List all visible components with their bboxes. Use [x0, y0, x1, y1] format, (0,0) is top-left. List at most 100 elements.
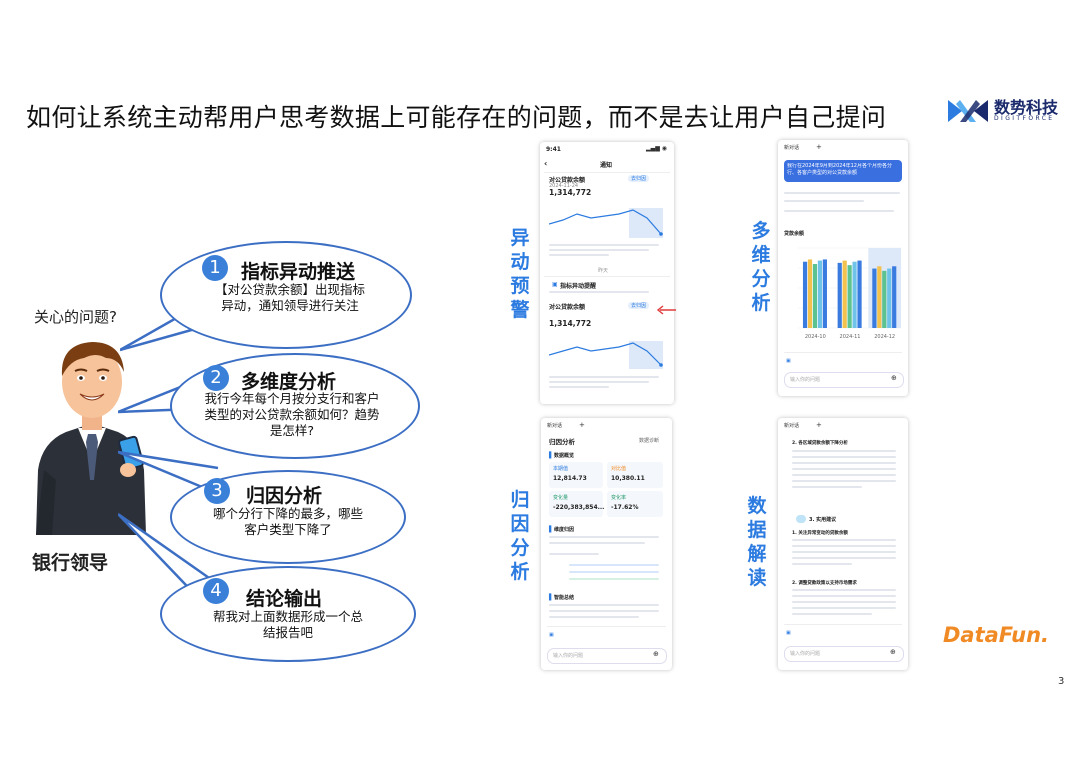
card2-title: 对公贷款余额	[549, 304, 586, 311]
chart-bar	[822, 259, 827, 328]
interp-add-tab-icon[interactable]: +	[816, 421, 822, 429]
chart-bar	[882, 270, 887, 328]
attr-m2-label: 对比值	[611, 466, 627, 472]
screenshot-multidim-chart: 新对话 + 我行在2024年9月到2024年12月各个月份各分行、各客户类型的对…	[778, 140, 908, 396]
bubble-4-title: 结论输出	[246, 588, 323, 610]
digitforce-logo-icon	[948, 100, 988, 122]
attr-tab[interactable]: 新对话	[547, 423, 563, 429]
attr-m3-label: 变化量	[553, 495, 569, 501]
interp-input[interactable]	[784, 646, 904, 662]
chart-x-tick-label: 2024-11	[840, 334, 861, 340]
attr-add-tab-icon[interactable]: +	[579, 421, 585, 429]
bubble-4-desc: 帮我对上面数据形成一个总结报告吧	[212, 609, 363, 640]
attr-section1-marker: ▌	[549, 452, 554, 459]
label-data-interpretation: 数据解读	[747, 495, 767, 589]
label-attribution-analysis: 归因分析	[510, 489, 530, 583]
screenshot-attribution: 新对话 + 归因分析 数据诊断 ▌ 数据概览 本期值 12,814.73 对比值…	[541, 418, 672, 670]
interp-p1-title: 2. 各区域贷款余额下降分析	[792, 441, 848, 446]
attr-m1-value: 12,814.73	[553, 475, 587, 482]
role-label: 银行领导	[32, 552, 109, 574]
interp-tab[interactable]: 新对话	[784, 423, 800, 429]
screenshot-interpretation: 新对话 + 2. 各区域贷款余额下降分析 3. 实用建议 1. 关注异常变动的贷…	[778, 418, 908, 670]
interp-mode-label: ▣	[786, 630, 791, 636]
attr-section3: 智能总结	[554, 595, 575, 601]
label-anomaly-alert: 异动预警	[510, 227, 530, 321]
card1-trend-line	[549, 208, 663, 238]
highlight-arrow-icon	[656, 305, 676, 315]
screenshot-anomaly-phone: 9:41 ▂▄▆ ◉ ‹ 通知 对公贷款余额 去归因 2024-11-24 1,…	[540, 142, 674, 404]
phone-header-title: 通知	[600, 162, 613, 169]
bubble-conclusion-output	[160, 566, 416, 662]
bubble-anomaly-push	[160, 241, 412, 349]
bubble-1-desc: 【对公贷款余额】出现指标异动，通知领导进行关注	[214, 282, 365, 313]
card2-trend-line	[549, 341, 663, 369]
chart-bar	[817, 260, 823, 328]
attr-mode-label: ▣	[549, 632, 554, 638]
attr-m1-label: 本期值	[553, 466, 569, 472]
multi-input-placeholder: 输入你的问题	[790, 377, 821, 383]
multi-tab[interactable]: 新对话	[784, 145, 800, 151]
card1-attribution-button[interactable]: 去归因	[628, 175, 650, 182]
bubble-2-title: 多维度分析	[241, 371, 337, 393]
notice-title: 指标异动提醒	[560, 283, 597, 290]
chart-bar	[812, 264, 818, 328]
day-divider: 昨天	[598, 268, 609, 274]
attr-m4-label: 变化率	[611, 495, 627, 501]
page-title: 如何让系统主动帮用户思考数据上可能存在的问题，而不是去让用户自己提问	[26, 103, 887, 132]
interp-bulb-icon	[796, 515, 806, 523]
notice-bell-icon: ▣	[552, 281, 558, 288]
datafun-logo: DataFun.	[943, 623, 1050, 647]
multi-send-icon[interactable]: ⊕	[891, 374, 897, 382]
multi-input[interactable]	[784, 372, 904, 388]
chart-bar	[802, 261, 808, 328]
multi-question-bubble	[784, 160, 902, 182]
interp-s3-item2: 2. 调整贷款政策以支持市场需求	[792, 581, 857, 586]
attr-input-placeholder: 输入你的问题	[553, 653, 584, 659]
card2-value: 1,314,772	[549, 319, 592, 328]
chart-bar	[857, 260, 862, 328]
bubble-3-title: 归因分析	[246, 485, 323, 507]
attr-m2-value: 10,380.11	[611, 475, 645, 482]
back-icon[interactable]: ‹	[544, 159, 548, 168]
attr-m3-value: -220,383,854...	[553, 504, 605, 511]
multi-mode-label: ▣	[786, 358, 791, 364]
interp-send-icon[interactable]: ⊕	[890, 648, 896, 656]
multi-add-tab-icon[interactable]: +	[816, 143, 822, 151]
chart-bar	[852, 261, 857, 328]
attr-heading-right: 数据诊断	[639, 438, 660, 444]
bubble-1-title: 指标异动推送	[241, 261, 356, 283]
attr-send-icon[interactable]: ⊕	[653, 650, 659, 658]
phone-time: 9:41	[546, 146, 561, 153]
chart-bar	[807, 259, 813, 328]
attr-section1: 数据概览	[554, 453, 575, 459]
bubble-3-desc: 哪个分行下降的最多，哪些客户类型下降了	[212, 506, 363, 537]
bubble-2-number: 2	[203, 365, 229, 391]
chart-bar	[887, 268, 892, 328]
logo-text-en: DIGITFORCE	[994, 115, 1055, 122]
multi-question-text: 我行在2024年9月到2024年12月各个月份各分行、各客户类型的对公贷款余额	[787, 163, 892, 176]
multi-bar-chart: 2024-10 2024-11 2024-12	[798, 247, 902, 340]
chart-bar	[892, 266, 897, 328]
attr-section3-marker: ▌	[549, 594, 554, 601]
attr-section2-marker: ▌	[549, 526, 554, 533]
chart-bar	[872, 268, 877, 328]
page-number: 3	[1058, 676, 1065, 687]
attr-heading: 归因分析	[549, 438, 575, 446]
card2-attribution-button[interactable]: 去归因	[628, 302, 650, 309]
interp-s3-item1: 1. 关注异常变动的贷款余额	[792, 531, 848, 536]
chart-x-tick-label: 2024-10	[805, 334, 826, 340]
bubble-4-number: 4	[203, 578, 229, 604]
logo-text-cn: 数势科技	[994, 98, 1059, 117]
chart-x-tick-label: 2024-12	[874, 334, 895, 340]
attr-input[interactable]	[547, 648, 667, 664]
digitforce-logo: 数势科技 DIGITFORCE	[946, 96, 1058, 126]
card1-date: 2024-11-24	[549, 183, 579, 189]
label-multidim-analysis: 多维分析	[751, 220, 771, 314]
bubble-2-desc: 我行今年每个月按分支行和客户类型的对公贷款余额如何？趋势是怎样?	[204, 391, 380, 438]
bubble-1-number: 1	[202, 255, 228, 281]
attr-m4-value: -17.62%	[611, 504, 639, 511]
phone-status-icons: ▂▄▆ ◉	[646, 145, 667, 152]
multi-chart-label: 贷款余额	[784, 231, 805, 237]
care-question-label: 关心的问题?	[34, 308, 117, 326]
bubble-3-tail	[118, 450, 219, 494]
